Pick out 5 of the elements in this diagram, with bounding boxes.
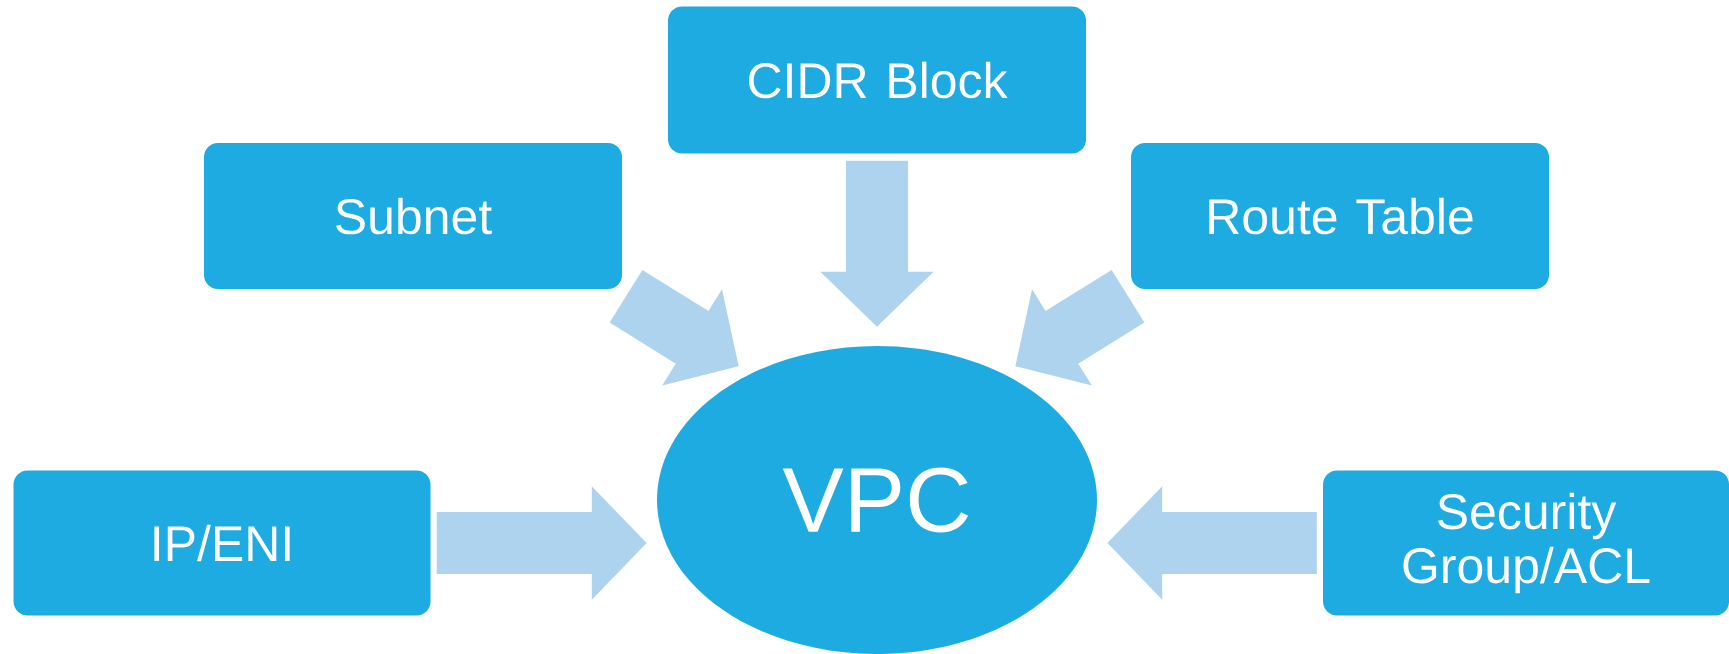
component-box: Security Group/ACL [1323, 470, 1729, 616]
component-box: IP/ENI [13, 470, 431, 616]
component-box: Route Table [1131, 143, 1549, 289]
component-box: Subnet [204, 143, 622, 289]
component-box: CIDR Block [668, 6, 1086, 154]
